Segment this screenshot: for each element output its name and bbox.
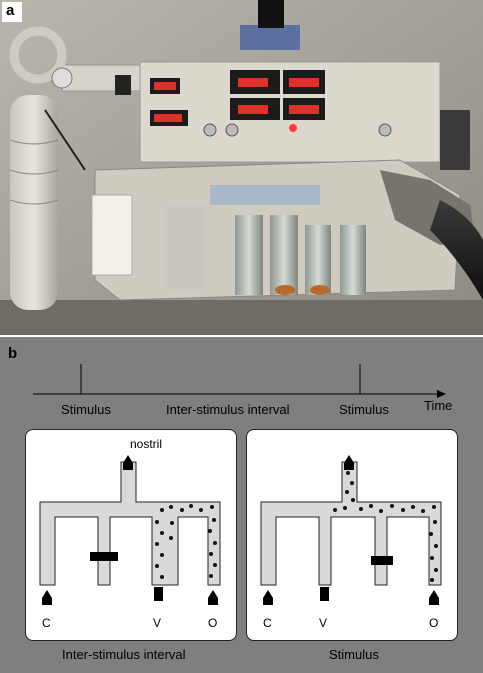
caption-inter-stimulus: Inter-stimulus interval	[62, 647, 186, 662]
tube-network-left	[39, 461, 221, 586]
port-o-arrow-right	[429, 590, 439, 605]
label-nostril: nostril	[130, 437, 163, 451]
olfactometer-flow-diagram-right	[260, 455, 442, 605]
port-c-arrow-right	[263, 590, 273, 605]
valve-bar-right	[371, 556, 393, 565]
odor-particles-left	[155, 504, 217, 579]
apparatus-photo-image	[0, 0, 483, 335]
label-c-right: C	[263, 616, 272, 630]
timeline-label-stimulus-2: Stimulus	[339, 402, 389, 417]
diagram-stimulus: C V O	[246, 429, 458, 641]
port-o-arrow-left	[208, 590, 218, 605]
label-v-left: V	[153, 616, 162, 630]
timeline-arrowhead	[437, 390, 446, 398]
label-o-left: O	[208, 616, 218, 630]
timeline-axis-label-time: Time	[424, 398, 453, 413]
timeline	[33, 364, 446, 398]
caption-stimulus: Stimulus	[329, 647, 379, 662]
diagram-inter-stimulus: nostril C V O	[25, 429, 237, 641]
panel-a-letter: a	[6, 2, 15, 19]
timeline-label-inter-stimulus: Inter-stimulus interval	[166, 402, 290, 417]
odor-particles-right	[333, 471, 438, 582]
panel-b-schematic: b Stimulus Inter-stimulus interval Stimu…	[0, 337, 483, 673]
label-v-right: V	[319, 616, 328, 630]
olfactometer-flow-diagram-left	[39, 455, 221, 605]
valve-bar-left	[90, 552, 118, 561]
photo-olfactometer: a	[0, 0, 483, 335]
port-v-block-right	[320, 587, 329, 601]
timeline-label-stimulus-1: Stimulus	[61, 402, 111, 417]
port-c-arrow-left	[42, 590, 52, 605]
label-o-right: O	[429, 616, 439, 630]
nostril-arrow-right	[344, 455, 354, 463]
nostril-port-right	[344, 463, 354, 470]
port-v-block-left	[154, 587, 163, 601]
nostril-port-left	[123, 463, 133, 470]
label-c-left: C	[42, 616, 51, 630]
tube-network-right	[260, 461, 442, 586]
nostril-arrow-left	[123, 455, 133, 463]
panel-b-letter: b	[8, 345, 18, 362]
